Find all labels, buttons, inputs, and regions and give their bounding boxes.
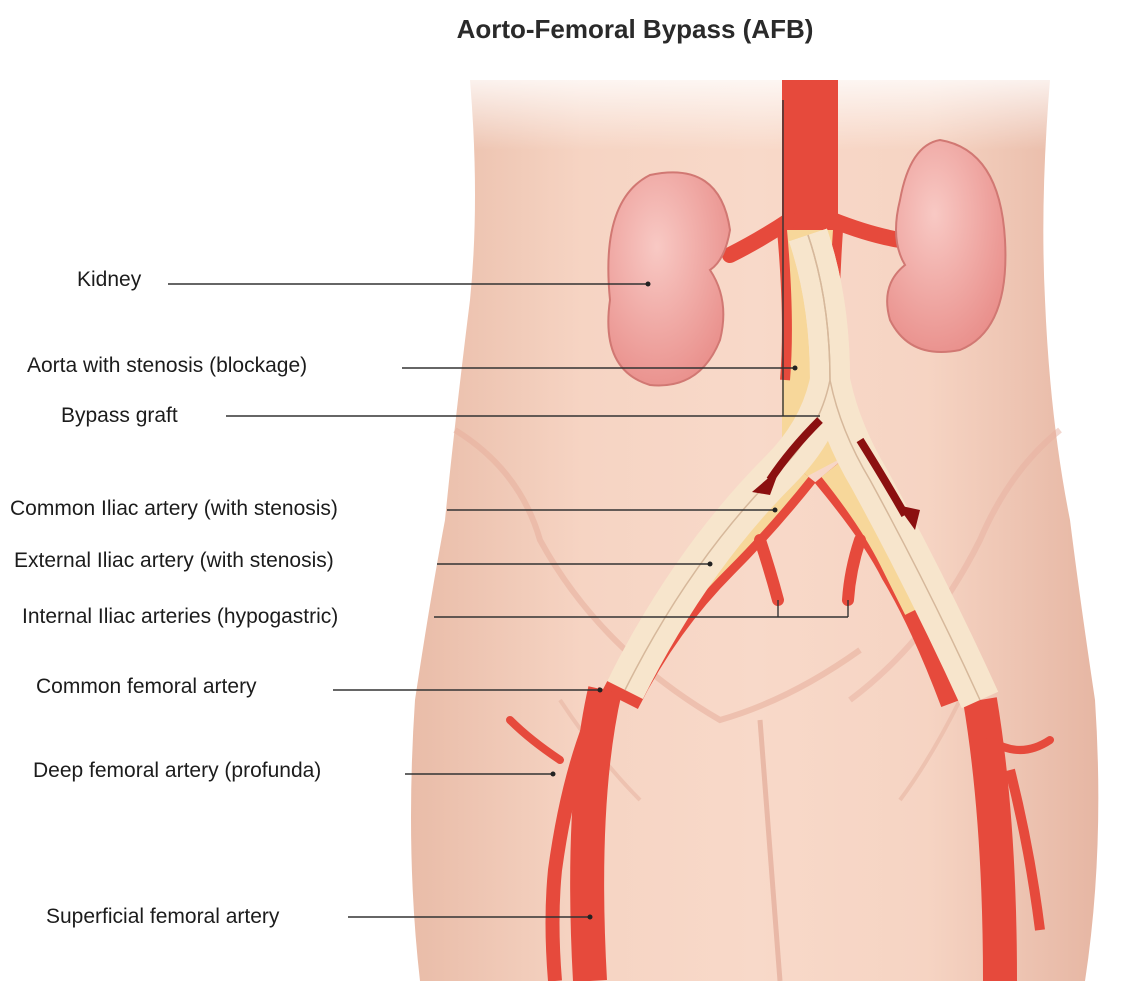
label-aorta: Aorta with stenosis (blockage) <box>27 354 307 378</box>
label-superficial-femoral: Superficial femoral artery <box>46 905 279 929</box>
label-common-iliac: Common Iliac artery (with stenosis) <box>10 497 338 521</box>
label-common-femoral: Common femoral artery <box>36 675 257 699</box>
label-kidney: Kidney <box>77 268 141 292</box>
aorta-upper <box>782 80 838 230</box>
label-external-iliac: External Iliac artery (with stenosis) <box>14 549 334 573</box>
label-internal-iliac: Internal Iliac arteries (hypogastric) <box>22 605 338 629</box>
label-bypass-graft: Bypass graft <box>61 404 178 428</box>
label-deep-femoral: Deep femoral artery (profunda) <box>33 759 321 783</box>
left-kidney <box>608 172 730 385</box>
diagram-title: Aorto-Femoral Bypass (AFB) <box>0 14 1126 45</box>
